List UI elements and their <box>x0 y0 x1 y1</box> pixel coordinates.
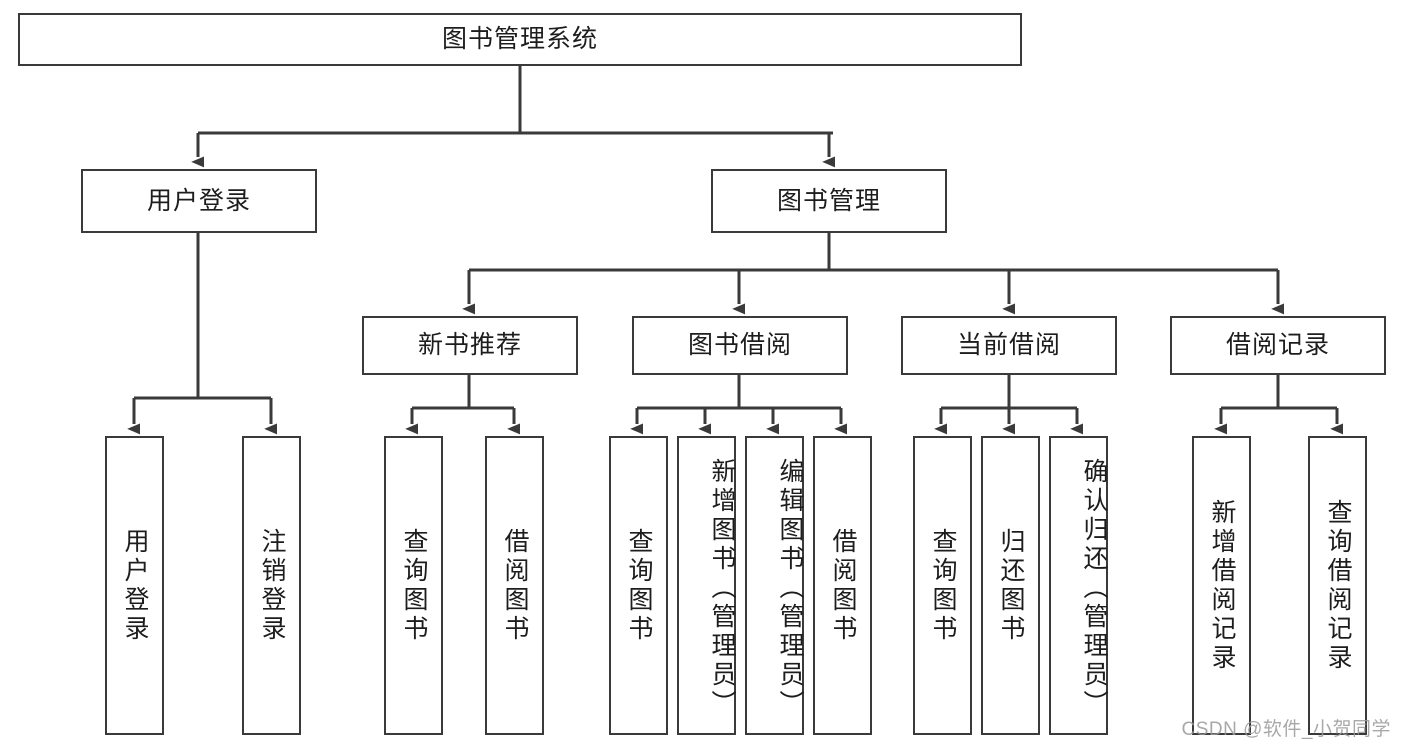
leaf-query-book-3[interactable]: 查询图书 <box>913 436 972 735</box>
leaf-borrow-book-2[interactable]: 借阅图书 <box>813 436 872 735</box>
node-root-label: 图书管理系统 <box>441 25 598 53</box>
node-new-book-recommend[interactable]: 新书推荐 <box>362 316 578 375</box>
node-book-manage-label: 图书管理 <box>776 186 881 215</box>
leaf-add-record-label: 新增借阅记录 <box>1208 498 1236 673</box>
leaf-query-book-2[interactable]: 查询图书 <box>609 436 668 735</box>
leaf-edit-book[interactable]: 编辑图书（管理员） <box>745 436 804 735</box>
leaf-borrow-book-1-label: 借阅图书 <box>501 527 529 644</box>
node-current-borrow[interactable]: 当前借阅 <box>901 316 1117 375</box>
leaf-return-book-label: 归还图书 <box>997 527 1025 644</box>
leaf-query-book-2-label: 查询图书 <box>625 527 653 644</box>
node-current-borrow-label: 当前借阅 <box>956 331 1061 359</box>
leaf-confirm-return-label: 确认归还（管理员） <box>1080 458 1108 719</box>
leaf-borrow-book-1[interactable]: 借阅图书 <box>485 436 544 735</box>
leaf-add-book-label: 新增图书（管理员） <box>708 458 736 719</box>
leaf-query-record-label: 查询借阅记录 <box>1324 498 1352 673</box>
leaf-borrow-book-2-label: 借阅图书 <box>829 527 857 644</box>
node-new-book-recommend-label: 新书推荐 <box>417 331 522 359</box>
node-user-login-label: 用户登录 <box>146 186 251 215</box>
leaf-query-book-3-label: 查询图书 <box>929 527 957 644</box>
node-book-borrow-label: 图书借阅 <box>687 331 792 359</box>
node-user-login[interactable]: 用户登录 <box>81 169 317 233</box>
leaf-confirm-return[interactable]: 确认归还（管理员） <box>1049 436 1108 735</box>
leaf-add-record[interactable]: 新增借阅记录 <box>1192 436 1251 735</box>
csdn-watermark: CSDN @软件_小贺同学 <box>1181 719 1391 740</box>
node-book-borrow[interactable]: 图书借阅 <box>632 316 848 375</box>
leaf-query-record[interactable]: 查询借阅记录 <box>1308 436 1367 735</box>
node-book-manage[interactable]: 图书管理 <box>711 169 947 233</box>
leaf-return-book[interactable]: 归还图书 <box>981 436 1040 735</box>
node-borrow-record-label: 借阅记录 <box>1225 331 1330 359</box>
leaf-logout-label: 注销登录 <box>258 527 286 644</box>
node-borrow-record[interactable]: 借阅记录 <box>1170 316 1386 375</box>
leaf-user-login-label: 用户登录 <box>121 527 149 644</box>
leaf-edit-book-label: 编辑图书（管理员） <box>776 458 804 719</box>
leaf-logout[interactable]: 注销登录 <box>242 436 301 735</box>
leaf-add-book[interactable]: 新增图书（管理员） <box>677 436 736 735</box>
leaf-query-book-1[interactable]: 查询图书 <box>384 436 443 735</box>
node-root[interactable]: 图书管理系统 <box>18 13 1022 66</box>
leaf-user-login[interactable]: 用户登录 <box>105 436 164 735</box>
leaf-query-book-1-label: 查询图书 <box>400 527 428 644</box>
